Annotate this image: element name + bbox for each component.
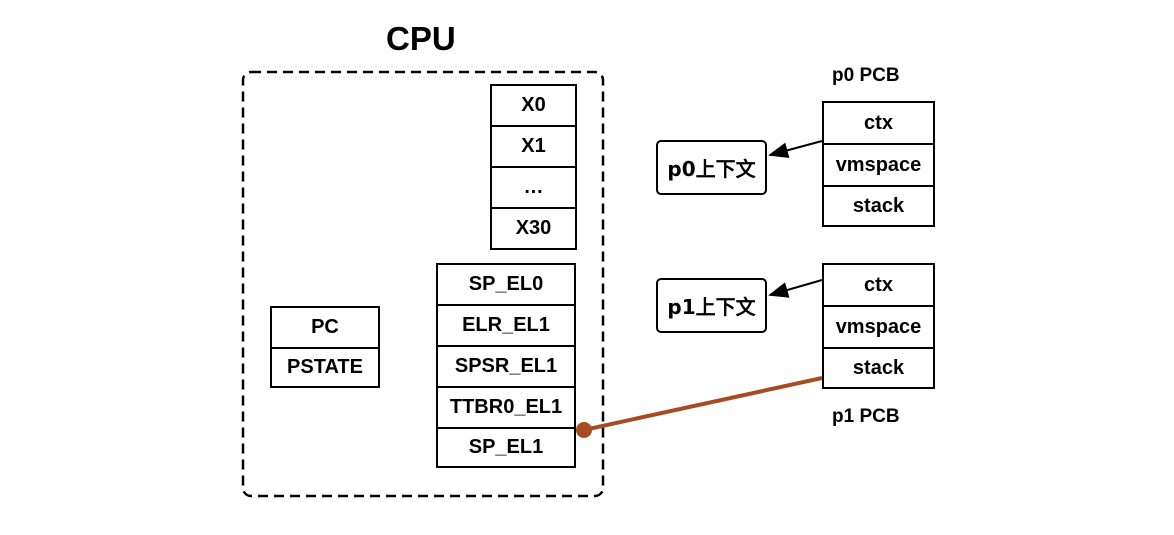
p1-ctx-arrow [768,279,823,298]
register-spsr-el1: SPSR_EL1 [438,347,574,388]
p1-ctx-field: ctx [824,265,933,307]
cpu-title: CPU [386,20,456,57]
register-x30: X30 [515,217,552,239]
cpu-boundary [241,70,605,498]
sp-el1-to-p1-stack-connector [583,376,823,432]
p0-pcb-label: p0 PCB [832,65,900,86]
register-elr-el1: ELR_EL1 [438,306,574,347]
sp-el1-connector-dot [576,422,592,438]
p1-pcb-label: p1 PCB [832,406,900,427]
register-sp-el1: SP_EL1 [468,436,544,458]
p0-vmspace-field: vmspace [824,145,933,187]
p0-ctx-field: ctx [824,103,933,145]
p1-stack-field: stack [852,356,905,379]
gp-register-stack: X0 X1 … X30 [490,84,577,250]
p0-pcb: ctx vmspace stack [822,101,935,227]
register-pc: PC [272,308,378,349]
p0-ctx-arrow [768,140,823,159]
register-x1: X1 [492,127,575,168]
p0-context-box: p0上下文 [656,140,767,195]
p1-pcb: ctx vmspace stack [822,263,935,389]
p0-stack-field: stack [852,194,905,217]
system-register-stack: SP_EL0 ELR_EL1 SPSR_EL1 TTBR0_EL1 SP_EL1 [436,263,576,468]
p1-context-box: p1上下文 [656,278,767,333]
register-ttbr0-el1: TTBR0_EL1 [438,388,574,429]
pc-register-stack: PC PSTATE [270,306,380,388]
register-sp-el0: SP_EL0 [438,265,574,306]
register-pstate: PSTATE [287,356,363,378]
register-x0: X0 [492,86,575,127]
register-ellipsis: … [492,168,575,209]
p1-vmspace-field: vmspace [824,307,933,349]
